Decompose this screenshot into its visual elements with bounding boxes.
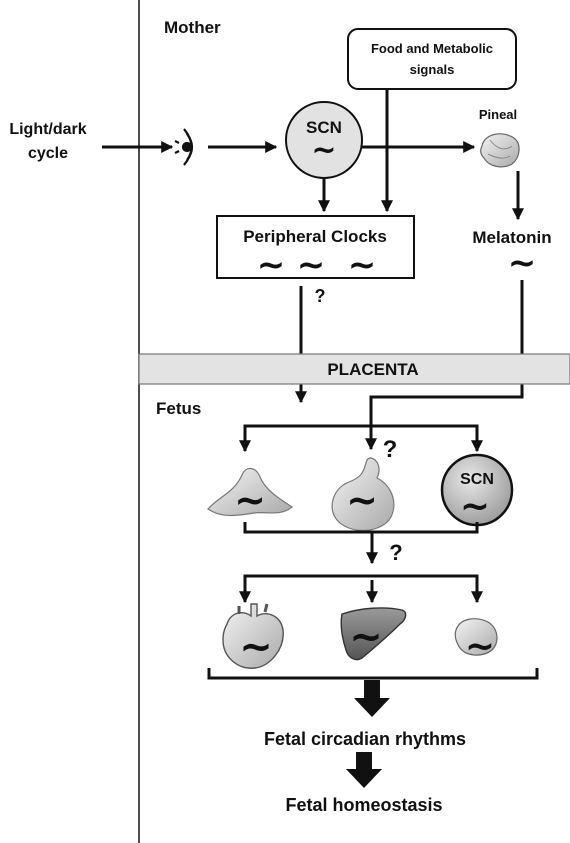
food-metabolic-box [348,29,516,89]
fetal-question-mark-lower: ? [389,540,402,565]
food-box-line2: signals [410,62,455,77]
peripheral-oscillation-3: ~ [348,245,377,285]
fetus-label: Fetus [156,399,201,418]
heart-oscillation: ~ [239,624,273,670]
liver-oscillation: ~ [349,614,383,660]
adrenal-oscillation: ~ [346,478,378,522]
pituitary-oscillation: ~ [234,478,266,522]
pancreas-oscillation: ~ [465,626,495,667]
fetal-question-mark-upper: ? [383,436,398,463]
big-arrow-to-homeostasis [346,752,382,788]
upper-distribution-line [245,426,477,445]
peripheral-oscillation-2: ~ [297,245,326,285]
fetal-homeostasis-label: Fetal homeostasis [285,795,442,815]
peripheral-oscillation-1: ~ [257,245,286,285]
pineal-gland-icon [481,134,519,167]
placenta-label: PLACENTA [327,360,418,379]
maternal-scn-oscillation: ~ [311,133,336,168]
eye-icon [175,129,192,165]
food-box-line1: Food and Metabolic [371,41,493,56]
melatonin-oscillation: ~ [508,243,537,283]
mother-label: Mother [164,18,221,37]
light-dark-label-line2: cycle [28,145,68,162]
light-dark-label-line1: Light/dark [9,121,86,138]
fetal-rhythms-label: Fetal circadian rhythms [264,729,466,749]
peripheral-question-mark: ? [315,286,326,306]
big-arrow-to-rhythms [354,680,390,717]
lower-distribution-line [245,576,477,596]
pineal-label: Pineal [479,107,517,122]
peripheral-clocks-label: Peripheral Clocks [243,227,387,246]
fetal-scn-oscillation: ~ [460,486,490,527]
